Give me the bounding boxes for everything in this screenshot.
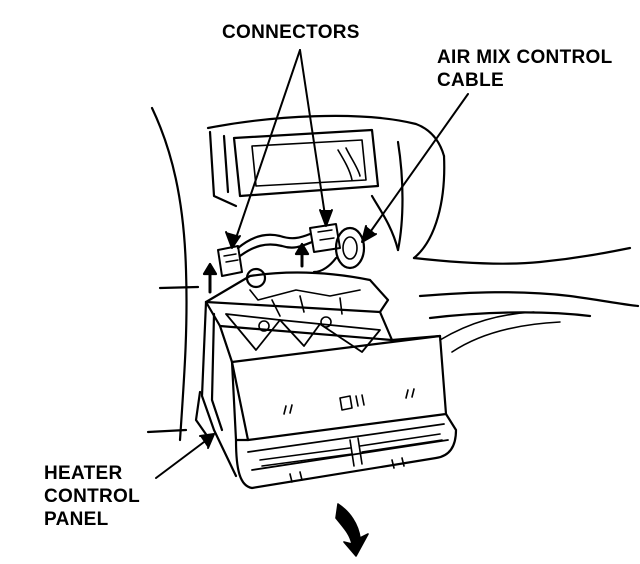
- label-connectors-text: CONNECTORS: [222, 22, 360, 43]
- heater-control-panel-body: [194, 267, 458, 490]
- leader-lines: [155, 49, 469, 479]
- label-connectors: CONNECTORS: [222, 21, 360, 44]
- label-air-mix-line-2: CABLE: [437, 70, 504, 91]
- label-air-mix-line-1: AIR MIX CONTROL: [437, 47, 613, 68]
- label-heater-line-1: HEATER: [44, 463, 123, 484]
- label-heater-control-panel: HEATER CONTROL PANEL: [44, 462, 140, 531]
- label-heater-line-3: PANEL: [44, 509, 109, 530]
- label-air-mix-control-cable: AIR MIX CONTROL CABLE: [437, 46, 613, 92]
- removal-direction-arrow: [335, 503, 369, 557]
- label-heater-line-2: CONTROL: [44, 486, 141, 507]
- dashboard-outline: [146, 106, 640, 442]
